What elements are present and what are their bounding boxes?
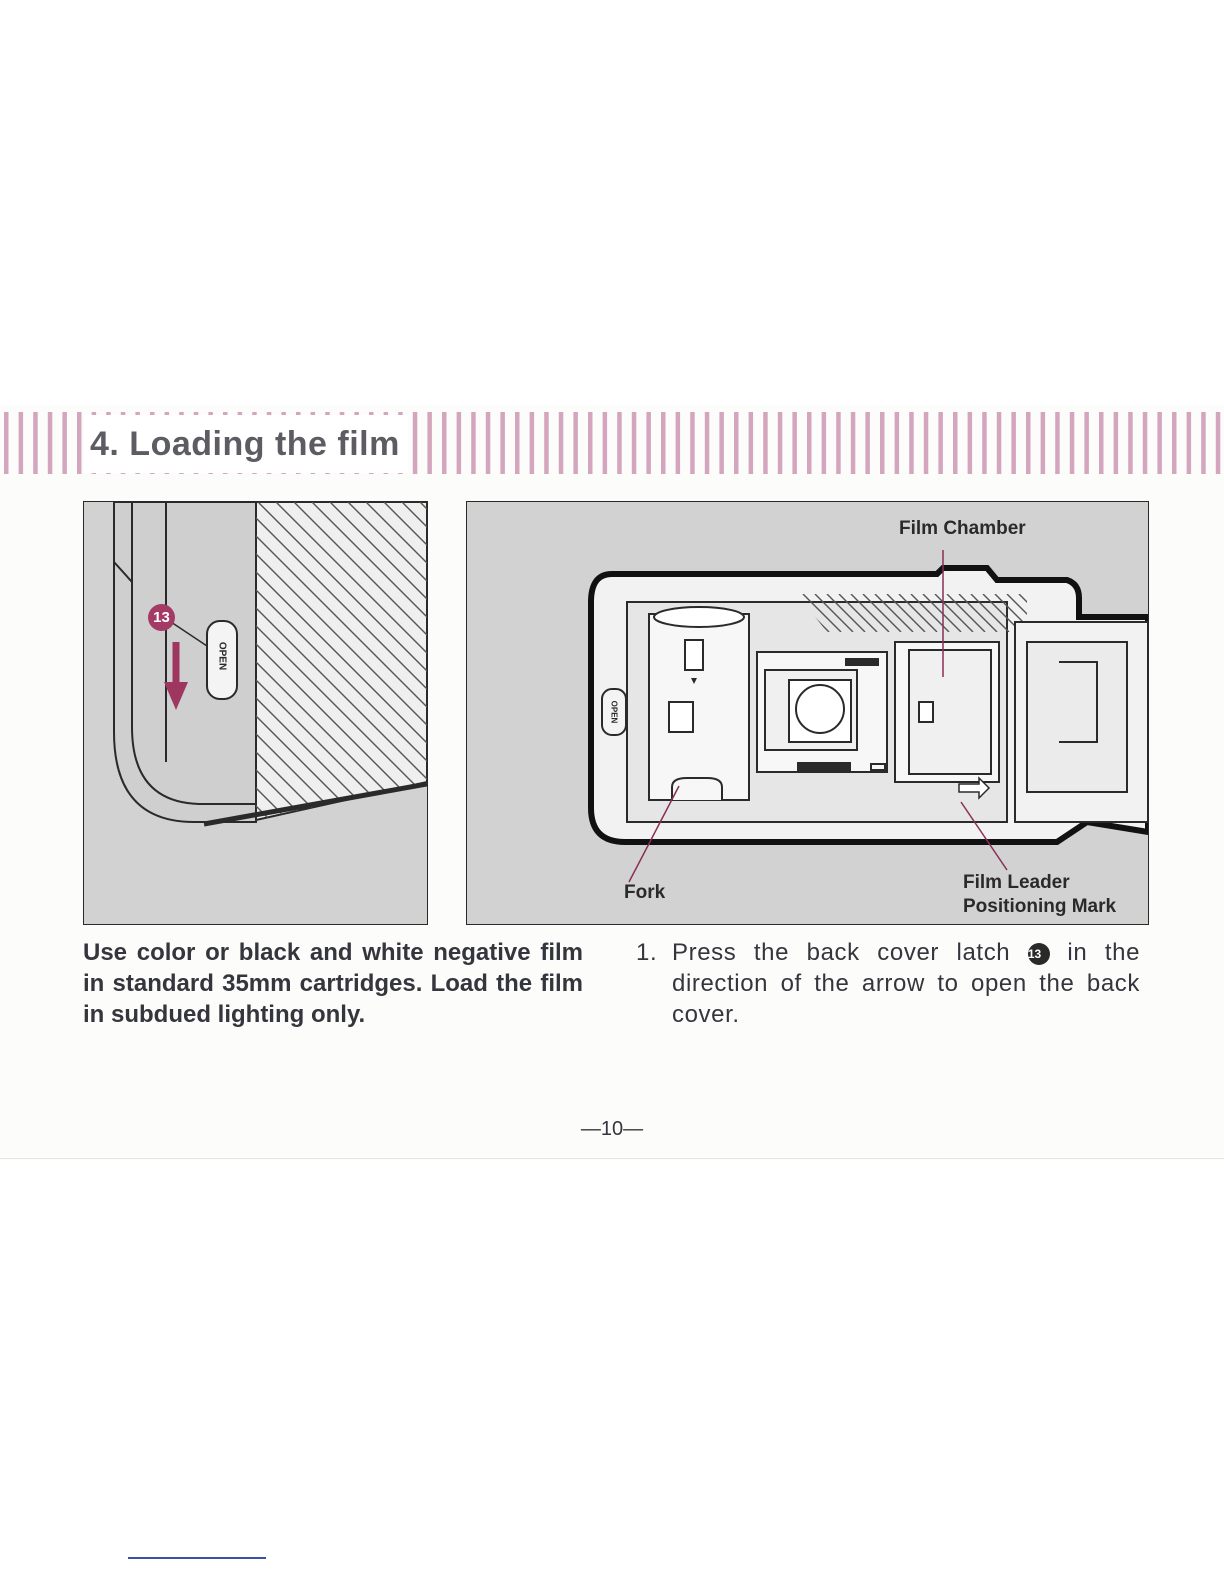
header-stripe — [763, 412, 768, 474]
header-stripe — [851, 412, 856, 474]
header-stripe — [62, 412, 67, 474]
header-stripe — [544, 412, 549, 474]
footer-line — [128, 1557, 266, 1559]
header-stripe — [632, 412, 637, 474]
figure-film-chamber: OPEN Film Chamber Fork Film Leader Posit… — [466, 501, 1149, 925]
header-stripe — [895, 412, 900, 474]
bottom-rule — [0, 1158, 1224, 1159]
header-stripe — [938, 412, 943, 474]
header-stripe — [1201, 412, 1206, 474]
header-stripe — [997, 412, 1002, 474]
header-stripe — [865, 412, 870, 474]
header-stripe — [1070, 412, 1075, 474]
header-stripe — [1143, 412, 1148, 474]
header-stripe — [1099, 412, 1104, 474]
header-stripe — [924, 412, 929, 474]
header-stripe — [617, 412, 622, 474]
header-stripe — [1157, 412, 1162, 474]
header-stripe — [1216, 412, 1221, 474]
header-stripe — [19, 412, 24, 474]
header-stripe — [471, 412, 476, 474]
camera-side-illustration — [84, 502, 427, 924]
header-stripe — [836, 412, 841, 474]
header-stripe — [1084, 412, 1089, 474]
header-stripe — [530, 412, 535, 474]
header-stripe — [778, 412, 783, 474]
page-title: 4. Loading the film — [84, 415, 408, 473]
header-stripe — [515, 412, 520, 474]
callout-13-inline-badge: 13 — [1028, 943, 1050, 965]
section-header: 4. Loading the film — [0, 412, 1224, 474]
header-stripe — [968, 412, 973, 474]
back-cover-latch-small: OPEN — [601, 688, 627, 736]
header-stripe — [500, 412, 505, 474]
figure-back-cover-latch: 13 OPEN — [83, 501, 428, 925]
callout-13-badge: 13 — [148, 604, 175, 631]
label-leader-line1: Film Leader — [963, 871, 1116, 895]
intro-paragraph: Use color or black and white negative fi… — [83, 937, 583, 1030]
header-stripe — [719, 412, 724, 474]
header-stripe — [413, 412, 418, 474]
label-fork: Fork — [624, 882, 665, 904]
header-stripe — [603, 412, 608, 474]
header-stripe — [457, 412, 462, 474]
page-number: —10— — [0, 1118, 1224, 1141]
header-stripe — [1011, 412, 1016, 474]
header-stripe — [1041, 412, 1046, 474]
latch-label: OPEN — [217, 642, 228, 670]
header-stripe — [953, 412, 958, 474]
step-text-before: Press the back cover latch — [672, 939, 1010, 966]
header-stripe — [646, 412, 651, 474]
header-stripe — [573, 412, 578, 474]
header-stripe — [705, 412, 710, 474]
header-stripe — [734, 412, 739, 474]
header-stripe — [1128, 412, 1133, 474]
header-stripe — [792, 412, 797, 474]
header-stripe — [982, 412, 987, 474]
label-leader-line2: Positioning Mark — [963, 895, 1116, 919]
latch-label-small: OPEN — [610, 701, 619, 724]
header-stripe — [4, 412, 9, 474]
header-stripe — [442, 412, 447, 474]
step-text: Press the back cover latch 13 in the dir… — [672, 937, 1140, 1030]
header-stripe — [807, 412, 812, 474]
step-number: 1. — [636, 937, 657, 968]
header-stripe — [661, 412, 666, 474]
header-stripe — [1026, 412, 1031, 474]
header-stripe — [822, 412, 827, 474]
header-stripe — [749, 412, 754, 474]
header-stripe — [559, 412, 564, 474]
label-film-chamber: Film Chamber — [899, 518, 1026, 540]
back-cover-latch: OPEN — [206, 620, 238, 700]
step-1: 1. Press the back cover latch 13 in the … — [636, 937, 1140, 1030]
header-stripe — [427, 412, 432, 474]
header-stripe — [77, 412, 82, 474]
header-stripe — [880, 412, 885, 474]
header-stripe — [1172, 412, 1177, 474]
header-stripe — [1187, 412, 1192, 474]
header-stripe — [909, 412, 914, 474]
header-stripe — [33, 412, 38, 474]
header-stripe — [486, 412, 491, 474]
header-stripe — [48, 412, 53, 474]
label-film-leader-mark: Film Leader Positioning Mark — [963, 871, 1116, 919]
header-stripe — [690, 412, 695, 474]
header-stripe — [1114, 412, 1119, 474]
header-stripe — [1055, 412, 1060, 474]
camera-open-illustration — [467, 502, 1148, 924]
header-stripe — [676, 412, 681, 474]
header-stripe — [588, 412, 593, 474]
